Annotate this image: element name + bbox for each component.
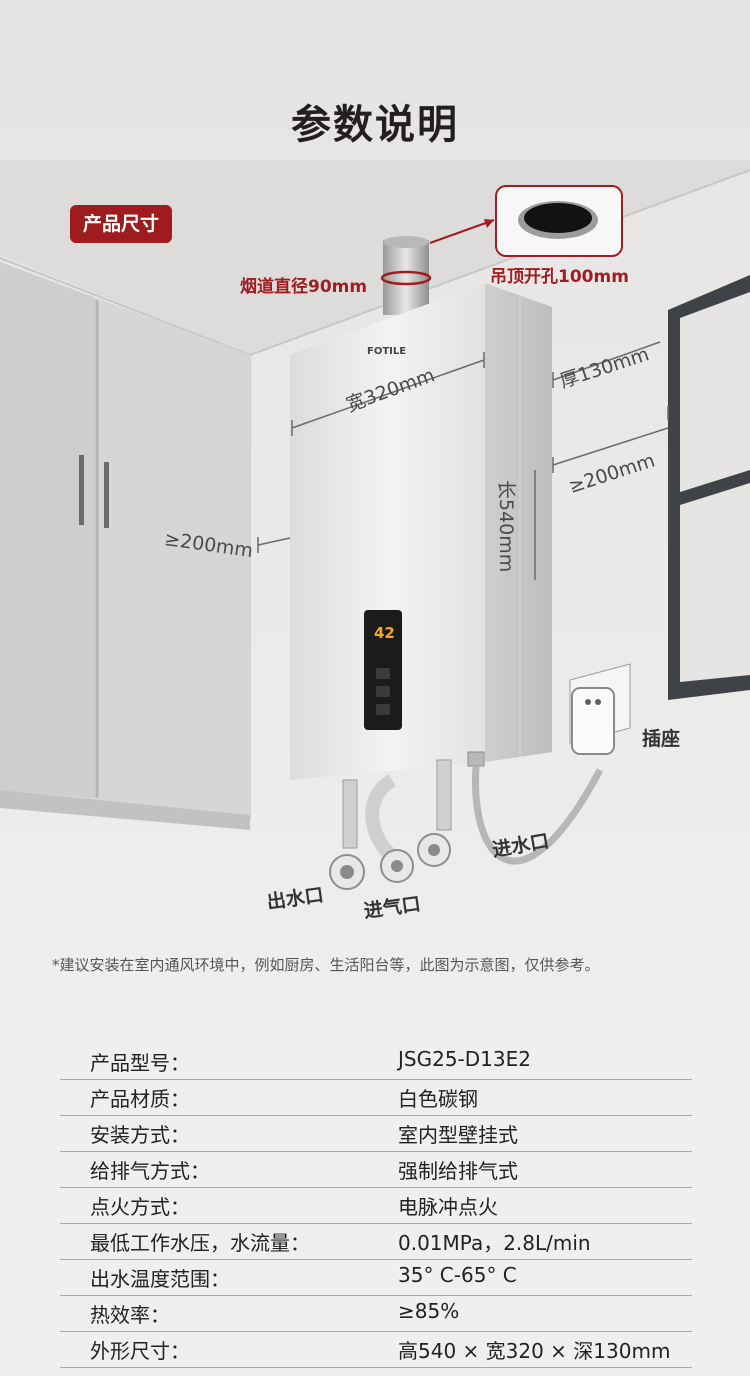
spec-value: 0.01MPa，2.8L/min — [398, 1231, 591, 1255]
spec-row-model: 产品型号： JSG25-D13E2 — [60, 1043, 692, 1080]
spec-value: ≥85% — [398, 1299, 460, 1323]
spec-label: 给排气方式： — [90, 1159, 210, 1183]
spec-row-exhaust: 给排气方式： 强制给排气式 — [60, 1151, 692, 1188]
ceiling-hole-label: 吊顶开孔100mm — [490, 267, 629, 287]
brand-logo: FOTILE — [367, 346, 407, 357]
page-title: 参数说明 — [291, 102, 459, 148]
spec-label: 安装方式： — [90, 1123, 190, 1147]
panel-button-1 — [376, 686, 390, 697]
spec-value: 室内型壁挂式 — [398, 1123, 518, 1147]
spec-value: JSG25-D13E2 — [398, 1047, 531, 1071]
flue-diameter-label: 烟道直径90mm — [240, 277, 368, 297]
panel-button-2 — [376, 704, 390, 715]
spec-label: 点火方式： — [90, 1195, 190, 1219]
spec-row-temperature: 出水温度范围： 35° C-65° C — [60, 1259, 692, 1296]
spec-value: 白色碳钢 — [398, 1087, 478, 1111]
cabinet-handle-right — [104, 462, 109, 528]
ceiling-hole-callout — [429, 185, 623, 257]
panel-button-3 — [376, 668, 390, 679]
spec-row-ignition: 点火方式： 电脉冲点火 — [60, 1187, 692, 1224]
spec-table: 产品型号： JSG25-D13E2 产品材质： 白色碳钢 安装方式： 室内型壁挂… — [0, 1005, 750, 1376]
spec-label: 外形尺寸： — [90, 1339, 190, 1363]
spec-value: 强制给排气式 — [398, 1159, 518, 1183]
spec-label: 产品型号： — [90, 1051, 190, 1075]
spec-row-installation: 安装方式： 室内型壁挂式 — [60, 1115, 692, 1152]
length-dimension-label: 长540mm — [495, 480, 517, 573]
spec-label: 产品材质： — [90, 1087, 190, 1111]
spec-label: 出水温度范围： — [90, 1267, 230, 1291]
wall-socket — [569, 663, 631, 755]
spec-label: 最低工作水压，水流量： — [90, 1231, 310, 1255]
window — [668, 275, 750, 700]
spec-row-dimensions: 外形尺寸： 高540 × 宽320 × 深130mm — [60, 1331, 692, 1368]
installation-illustration: 参数说明 产品尺寸 烟道直径90mm 吊顶开孔100mm FOTILE 42 宽… — [0, 0, 750, 1005]
spec-row-pressure-flow: 最低工作水压，水流量： 0.01MPa，2.8L/min — [60, 1223, 692, 1260]
installation-note: *建议安装在室内通风环境中，例如厨房、生活阳台等，此图为示意图，仅供参考。 — [52, 956, 600, 974]
spec-row-efficiency: 热效率： ≥85% — [60, 1295, 692, 1332]
spec-row-material: 产品材质： 白色碳钢 — [60, 1079, 692, 1116]
cabinet-handle-left — [79, 455, 84, 525]
water-gas-pipes — [329, 751, 604, 890]
dimension-lines — [257, 341, 669, 580]
water-heater — [290, 283, 552, 780]
flue-pipe — [380, 236, 432, 315]
spec-value: 35° C-65° C — [398, 1263, 517, 1287]
room-scene — [0, 0, 750, 1005]
spec-value: 电脉冲点火 — [398, 1195, 498, 1219]
section-badge-product-size: 产品尺寸 — [70, 205, 172, 243]
wall-cabinet — [0, 262, 250, 830]
spec-value: 高540 × 宽320 × 深130mm — [398, 1339, 671, 1363]
socket-label: 插座 — [642, 728, 681, 750]
display-reading: 42 — [374, 624, 395, 642]
spec-label: 热效率： — [90, 1303, 170, 1327]
